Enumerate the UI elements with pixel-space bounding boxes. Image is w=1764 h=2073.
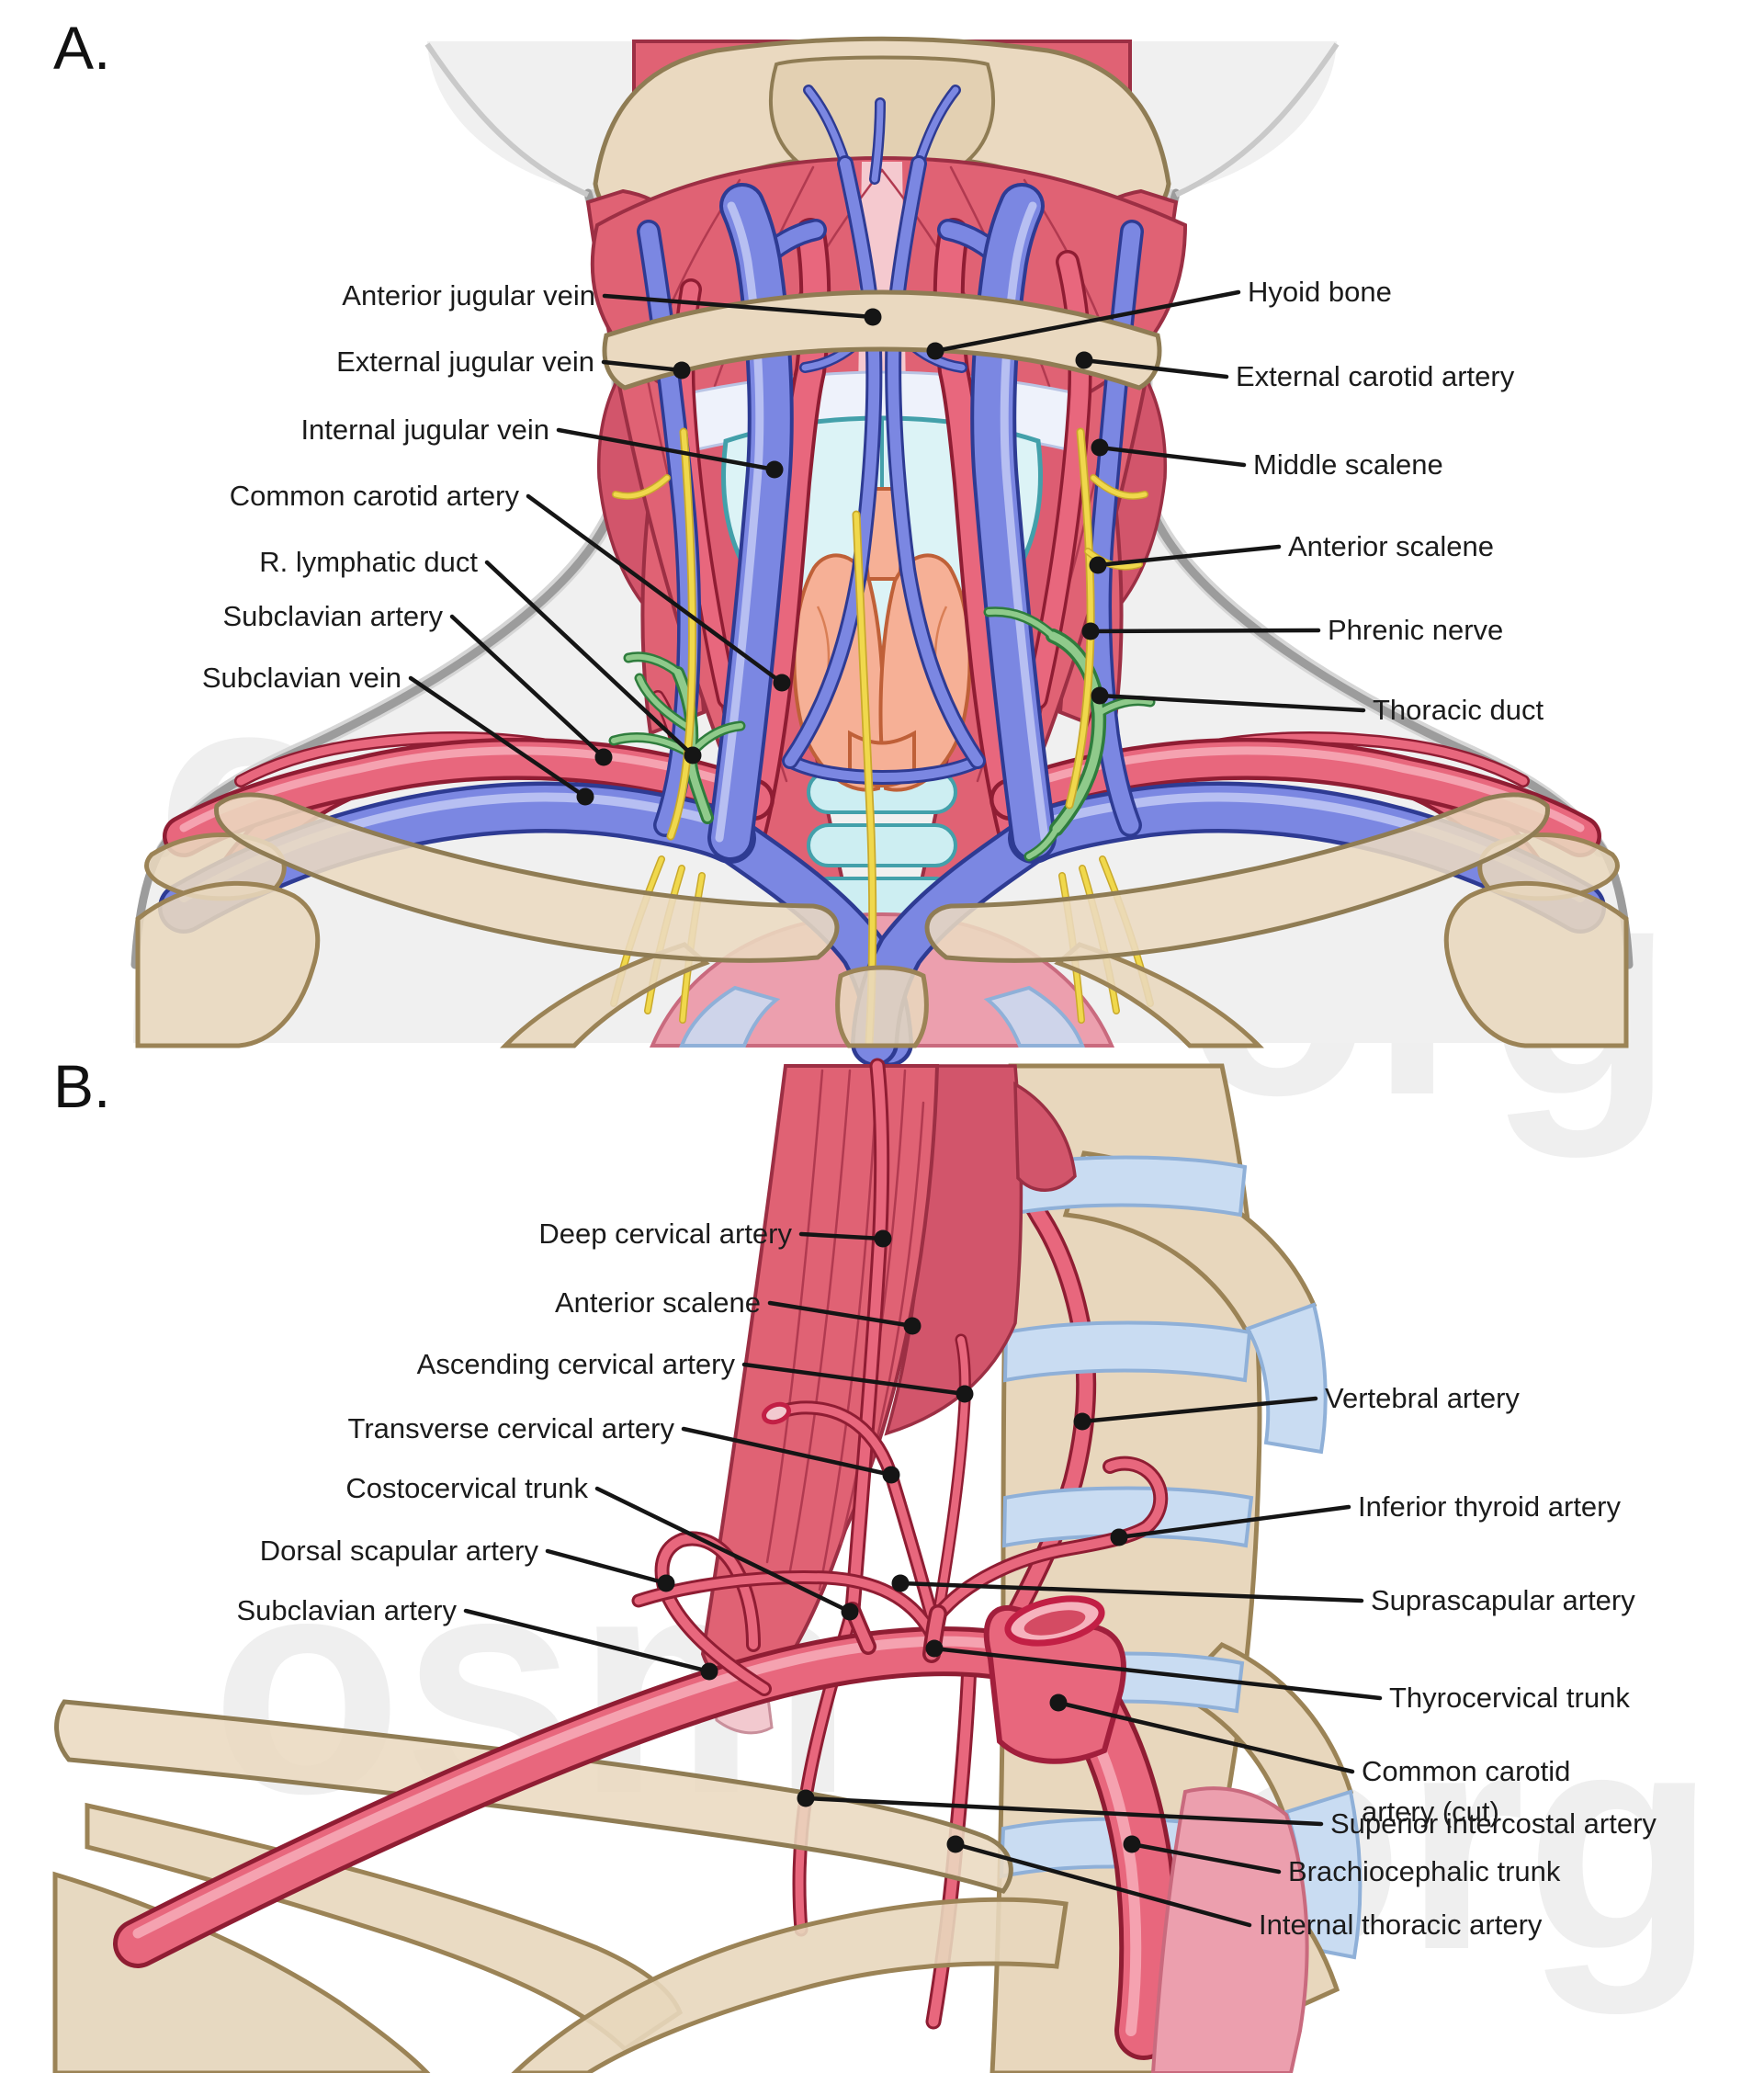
label-r-lymphatic-duct: R. lymphatic duct	[259, 546, 478, 578]
label-subclavian-artery: Subclavian artery	[222, 600, 443, 632]
label-superior-intercostal-artery: Superior intercostal artery	[1330, 1807, 1657, 1840]
label-costocervical-trunk: Costocervical trunk	[345, 1472, 588, 1504]
common-carotid-cut-stump	[983, 1595, 1126, 1764]
label-common-carotid-artery: Common carotid artery	[229, 480, 519, 512]
label-thyrocervical-trunk: Thyrocervical trunk	[1389, 1682, 1630, 1714]
label-hyoid-bone: Hyoid bone	[1248, 276, 1392, 308]
clavicles-and-chest-bones	[135, 792, 1629, 1048]
label-brachiocephalic-trunk: Brachiocephalic trunk	[1288, 1855, 1561, 1887]
thyrocervical-trunk-shape	[932, 1614, 938, 1654]
trachea-ring	[807, 823, 957, 867]
label-common-carotid-artery-cut: Common carotid artery (cut)	[1362, 1755, 1571, 1828]
label-external-jugular-vein: External jugular vein	[336, 346, 594, 378]
panel-b-letter: B.	[53, 1052, 111, 1120]
label-subclavian-vein: Subclavian vein	[201, 662, 401, 694]
panel-a-letter: A.	[53, 14, 111, 82]
label-suprascapular-artery: Suprascapular artery	[1371, 1584, 1635, 1616]
sternum	[835, 965, 929, 1048]
label-thoracic-duct: Thoracic duct	[1373, 694, 1544, 726]
cut-artery-end	[761, 1401, 792, 1425]
label-deep-cervical-artery: Deep cervical artery	[538, 1218, 792, 1250]
label-internal-thoracic-artery: Internal thoracic artery	[1259, 1909, 1543, 1941]
clavicle-right	[924, 792, 1551, 963]
label-inferior-thyroid-artery: Inferior thyroid artery	[1358, 1490, 1621, 1523]
clavicle-left	[213, 792, 840, 963]
label-anterior-scalene-b: Anterior scalene	[554, 1286, 761, 1319]
label-phrenic-nerve: Phrenic nerve	[1328, 614, 1504, 646]
label-anterior-jugular-vein: Anterior jugular vein	[342, 279, 595, 312]
label-dorsal-scapular-artery: Dorsal scapular artery	[259, 1535, 538, 1567]
label-middle-scalene: Middle scalene	[1253, 448, 1443, 481]
label-anterior-scalene: Anterior scalene	[1288, 530, 1495, 562]
label-transverse-cervical-artery: Transverse cervical artery	[347, 1412, 674, 1444]
label-external-carotid-artery: External carotid artery	[1236, 360, 1515, 392]
veins	[184, 85, 1580, 1043]
label-ascending-cervical-artery: Ascending cervical artery	[416, 1348, 735, 1380]
label-vertebral-artery: Vertebral artery	[1325, 1382, 1520, 1414]
label-internal-jugular-vein: Internal jugular vein	[300, 413, 549, 446]
label-subclavian-artery-b: Subclavian artery	[236, 1594, 457, 1626]
